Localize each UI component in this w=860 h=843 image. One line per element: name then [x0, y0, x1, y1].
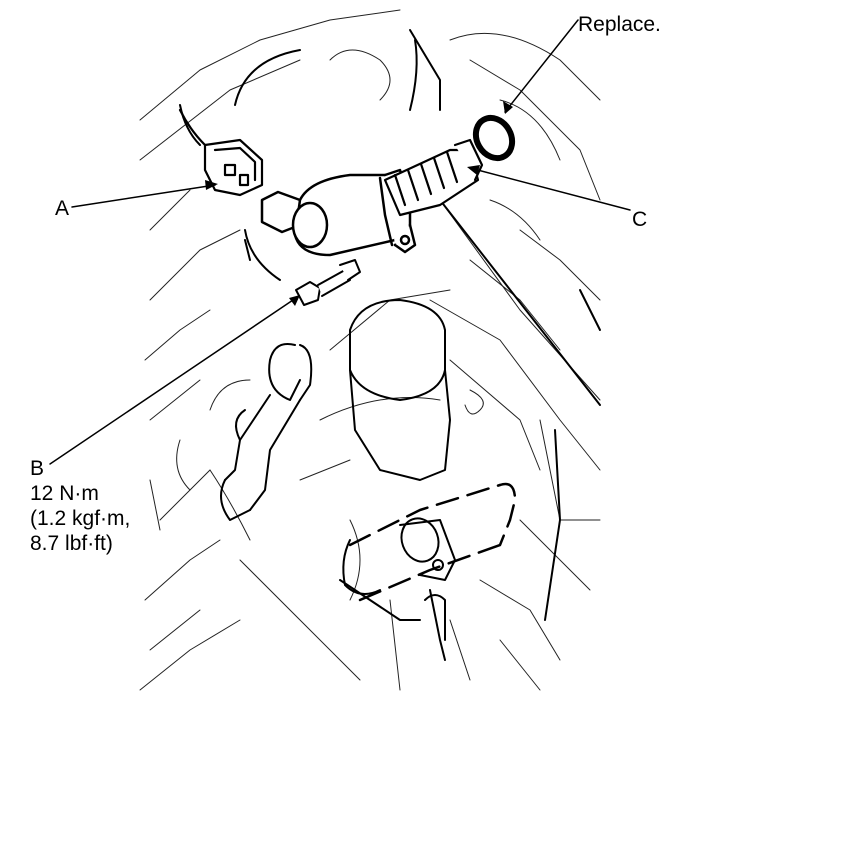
leader-line-c — [469, 167, 631, 211]
spool-section — [383, 138, 484, 217]
bolt-b — [295, 259, 361, 306]
leader-line-b — [49, 297, 297, 465]
torque-value-kgfm: (1.2 kgf·m, — [30, 507, 131, 530]
callout-b-group: B 12 N·m (1.2 kgf·m, 8.7 lbf·ft) — [30, 456, 130, 556]
hidden-part-outline — [348, 482, 517, 602]
leader-line-a — [71, 184, 216, 208]
connector-a — [178, 108, 264, 197]
arrowhead-c — [467, 165, 480, 175]
leader-lines — [49, 19, 631, 465]
callout-b: B — [30, 457, 45, 480]
arrowhead-replace — [503, 101, 513, 114]
callout-a: A — [55, 197, 70, 220]
replace-callout: Replace. — [578, 13, 661, 36]
bracket-outline — [339, 517, 456, 661]
o-ring — [472, 114, 516, 162]
torque-value-nm: 12 N·m — [30, 482, 99, 505]
engine-background-linework — [139, 9, 601, 691]
housing-outline — [349, 299, 451, 481]
engine-outline-heavy — [179, 29, 601, 621]
arrowhead-b — [289, 295, 300, 306]
callout-c: C — [632, 208, 648, 231]
arrowheads — [205, 101, 513, 306]
arrowhead-a — [205, 180, 218, 190]
torque-value-lbfft: 8.7 lbf·ft) — [30, 532, 113, 555]
leader-line-replace — [504, 19, 579, 113]
hose-outline — [220, 343, 313, 521]
